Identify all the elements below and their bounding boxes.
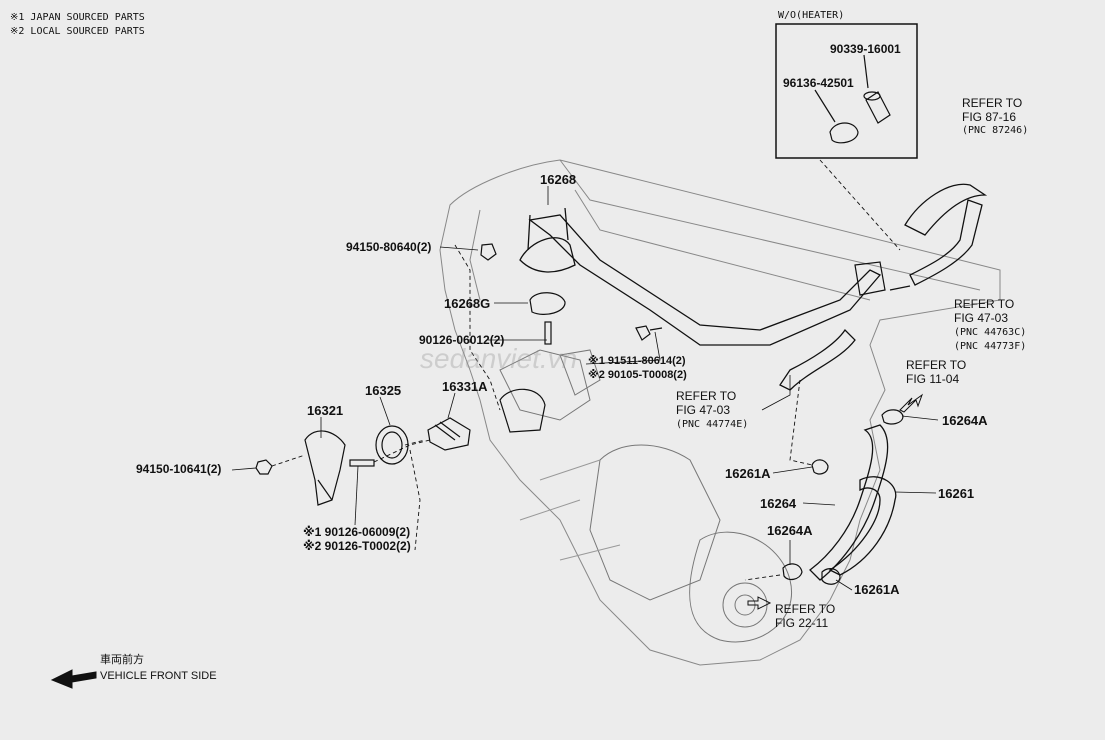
ref-47-03a-line4: (PNC 44773F) <box>954 341 1027 352</box>
inlet-16321 <box>304 430 346 506</box>
label-16321: 16321 <box>307 403 344 418</box>
label-16261a-top: 16261A <box>725 466 771 481</box>
clamp-16264a-top <box>881 409 904 425</box>
lower-hose-16264 <box>809 424 889 581</box>
ref-22-11-line2: FIG 22-11 <box>775 616 829 630</box>
bolt-91511 <box>635 325 651 341</box>
refer-arrow-22-11 <box>747 596 772 610</box>
label-90126-t0002: ※2 90126-T0002(2) <box>303 539 411 553</box>
ref-87-16-line3: (PNC 87246) <box>962 125 1029 136</box>
ref-47-03b-line3: (PNC 44774E) <box>676 419 749 430</box>
nut-94150-10641 <box>255 459 273 475</box>
clamp-16261a-bot <box>821 568 841 585</box>
ref-87-16-line2: FIG 87-16 <box>962 110 1017 124</box>
label-16264: 16264 <box>760 496 797 511</box>
inset-part-a: 90339-16001 <box>830 42 901 56</box>
label-90105-t0008: ※2 90105-T0008(2) <box>588 369 687 381</box>
ref-47-03a-line3: (PNC 44763C) <box>954 327 1027 338</box>
label-90126-06012: 90126-06012(2) <box>419 333 505 347</box>
inset-title: W/O(HEATER) <box>778 10 845 21</box>
upper-hose <box>904 183 988 236</box>
ref-11-04-line2: FIG 11-04 <box>906 372 960 386</box>
front-arrow-icon <box>50 669 97 689</box>
label-16264a-bot: 16264A <box>767 523 813 538</box>
ref-87-16-line1: REFER TO <box>962 96 1023 110</box>
label-16261a-bot: 16261A <box>854 582 900 597</box>
inset-hose-part <box>865 91 891 124</box>
label-16268: 16268 <box>540 172 577 187</box>
outlet-pipe <box>528 214 882 346</box>
label-94150-10641: 94150-10641(2) <box>136 462 222 476</box>
ref-47-03a-line1: REFER TO <box>954 297 1015 311</box>
label-16331a: 16331A <box>442 379 488 394</box>
inset-box <box>775 23 918 159</box>
label-91511-80614: ※1 91511-80614(2) <box>588 355 686 367</box>
clamp-16264a-bot <box>782 563 803 581</box>
refer-arrow-11-04 <box>899 393 924 413</box>
label-16264a-top: 16264A <box>942 413 988 428</box>
water-outlet-16268g <box>529 292 566 315</box>
thermostat-16331a <box>427 417 471 451</box>
label-16261: 16261 <box>938 486 975 501</box>
label-90126-06009: ※1 90126-06009(2) <box>303 525 411 539</box>
inset-clamp-part <box>829 122 859 144</box>
vehicle-front-jp: 車両前方 <box>100 654 144 666</box>
note-local: ※2 LOCAL SOURCED PARTS <box>10 26 145 37</box>
label-16325: 16325 <box>365 383 402 398</box>
label-16268g: 16268G <box>444 296 491 311</box>
engine-outline <box>439 159 1001 666</box>
ref-47-03b-line2: FIG 47-03 <box>676 403 731 417</box>
label-94150-80640: 94150-80640(2) <box>346 240 432 254</box>
gasket-16325 <box>375 425 409 465</box>
inset-part-b: 96136-42501 <box>783 76 854 90</box>
lower-hose-16261 <box>828 476 897 576</box>
stud-16321 <box>349 459 375 467</box>
vehicle-front-en: VEHICLE FRONT SIDE <box>100 670 217 682</box>
note-japan: ※1 JAPAN SOURCED PARTS <box>10 12 145 23</box>
ref-22-11-line1: REFER TO <box>775 602 836 616</box>
ref-47-03b-line1: REFER TO <box>676 389 737 403</box>
ref-47-03a-line2: FIG 47-03 <box>954 311 1009 325</box>
housing-part <box>499 388 546 433</box>
nut-94150-80640 <box>480 243 497 261</box>
clamp-16261a-top <box>811 459 829 475</box>
ref-11-04-line1: REFER TO <box>906 358 967 372</box>
watermark: sedanviet.vn <box>420 343 578 374</box>
